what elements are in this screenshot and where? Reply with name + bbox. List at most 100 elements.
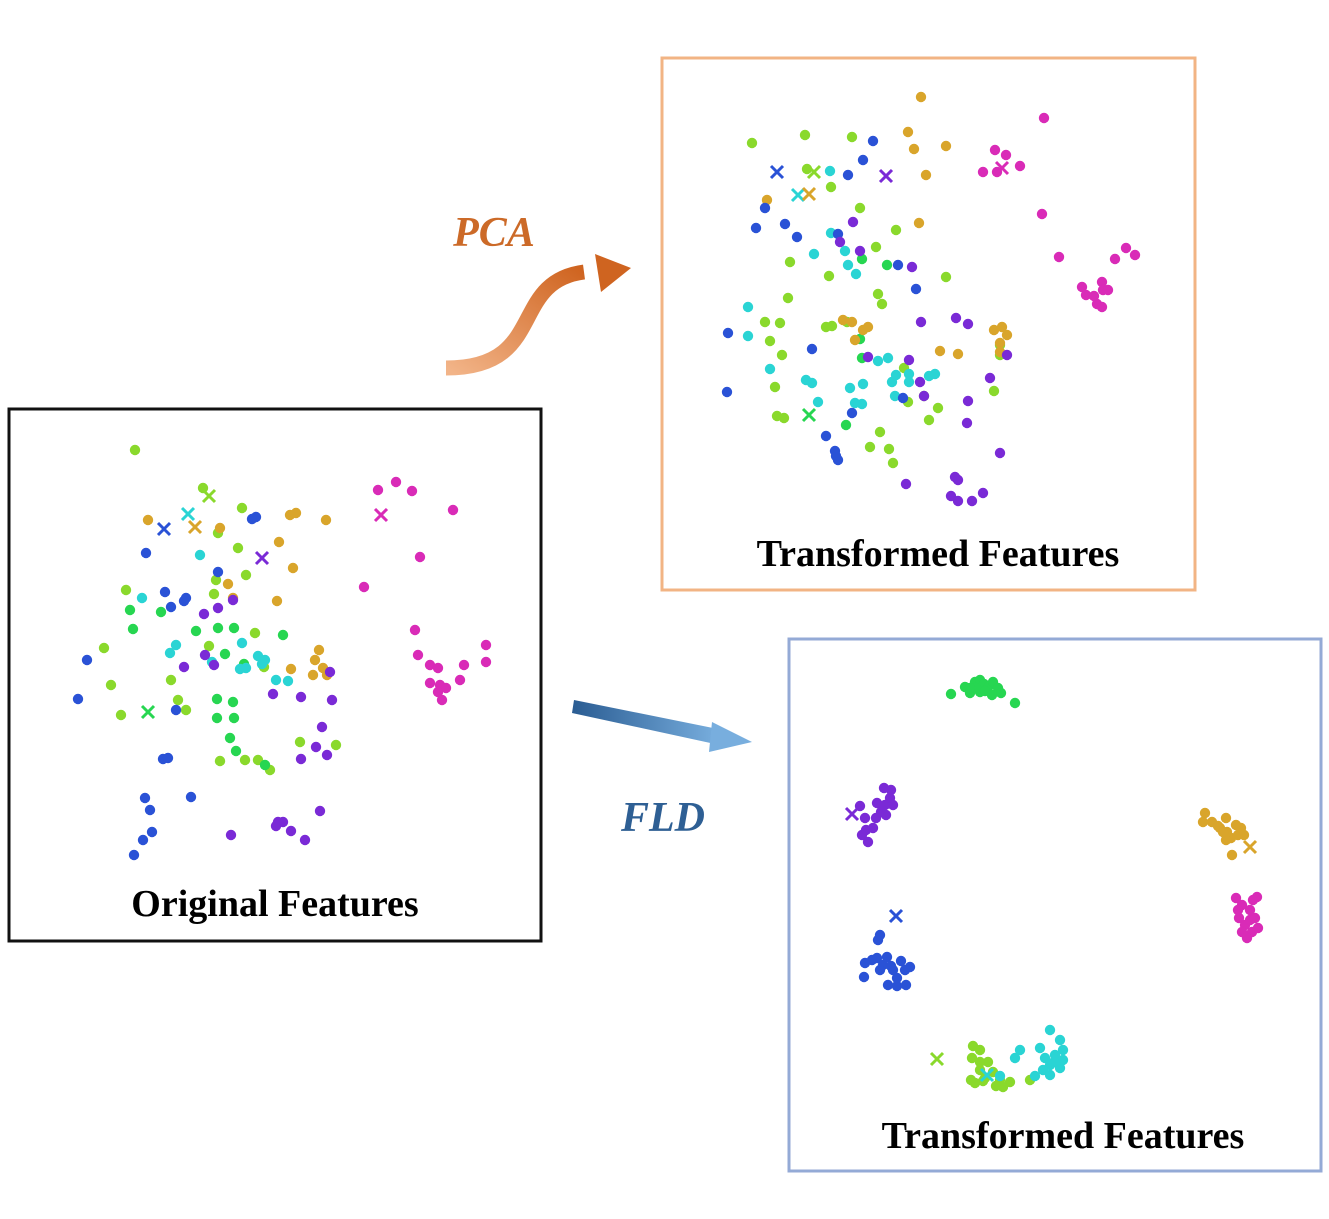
sample-dot-purple bbox=[952, 495, 964, 507]
class-center-cross-blue bbox=[888, 908, 904, 924]
fld-transformed-title: Transformed Features bbox=[882, 1115, 1245, 1157]
sample-dot-purple bbox=[834, 236, 846, 248]
sample-dot-magenta bbox=[424, 659, 436, 671]
sample-dot-gold bbox=[307, 669, 319, 681]
sample-dot-gold bbox=[920, 169, 932, 181]
class-center-cross-gold bbox=[1242, 839, 1258, 855]
sample-dot-gold bbox=[908, 143, 920, 155]
pca-transformed-frame bbox=[660, 56, 1197, 592]
sample-dot-gold bbox=[287, 562, 299, 574]
sample-dot-teal bbox=[1057, 1054, 1069, 1066]
sample-dot-gold bbox=[1226, 849, 1238, 861]
sample-dot-purple bbox=[316, 721, 328, 733]
sample-dot-gold bbox=[285, 663, 297, 675]
sample-dot-green bbox=[212, 622, 224, 634]
class-center-cross-blue bbox=[156, 521, 172, 537]
sample-dot-purple bbox=[962, 318, 974, 330]
sample-dot-green bbox=[211, 712, 223, 724]
sample-dot-gold bbox=[1199, 807, 1211, 819]
sample-dot-magenta bbox=[1232, 904, 1244, 916]
sample-dot-purple bbox=[295, 753, 307, 765]
sample-dot-magenta bbox=[372, 484, 384, 496]
sample-dot-gold bbox=[1220, 834, 1232, 846]
sample-dot-teal bbox=[872, 355, 884, 367]
sample-dot-lime bbox=[129, 444, 141, 456]
sample-dot-lime bbox=[823, 270, 835, 282]
sample-dot-teal bbox=[812, 396, 824, 408]
sample-dot-purple bbox=[272, 816, 284, 828]
sample-dot-lime bbox=[105, 679, 117, 691]
sample-dot-green bbox=[219, 648, 231, 660]
sample-dot-purple bbox=[208, 659, 220, 671]
sample-dot-gold bbox=[273, 536, 285, 548]
sample-dot-lime bbox=[932, 402, 944, 414]
sample-dot-gold bbox=[952, 348, 964, 360]
sample-dot-purple bbox=[918, 390, 930, 402]
sample-dot-teal bbox=[282, 675, 294, 687]
sample-dot-blue bbox=[858, 971, 870, 983]
sample-dot-lime bbox=[203, 640, 215, 652]
sample-dot-magenta bbox=[1252, 922, 1264, 934]
sample-dot-gold bbox=[313, 644, 325, 656]
sample-dot-teal bbox=[806, 377, 818, 389]
sample-dot-lime bbox=[825, 181, 837, 193]
sample-dot-gold bbox=[846, 316, 858, 328]
sample-dot-purple bbox=[198, 608, 210, 620]
sample-dot-teal bbox=[882, 352, 894, 364]
class-center-cross-teal bbox=[979, 1067, 995, 1083]
sample-dot-blue bbox=[140, 547, 152, 559]
sample-dot-purple bbox=[321, 749, 333, 761]
sample-dot-blue bbox=[185, 791, 197, 803]
sample-dot-blue bbox=[892, 259, 904, 271]
sample-dot-magenta bbox=[1249, 912, 1261, 924]
sample-dot-blue bbox=[867, 135, 879, 147]
sample-dot-blue bbox=[904, 961, 916, 973]
sample-dot-green bbox=[230, 745, 242, 757]
original-features-scatter bbox=[72, 444, 492, 861]
sample-dot-magenta bbox=[989, 144, 1001, 156]
sample-dot-purple bbox=[854, 245, 866, 257]
sample-dot-purple bbox=[299, 834, 311, 846]
sample-dot-magenta bbox=[432, 686, 444, 698]
sample-dot-green bbox=[127, 623, 139, 635]
sample-dot-purple bbox=[880, 809, 892, 821]
sample-dot-teal bbox=[1044, 1024, 1056, 1036]
sample-dot-gold bbox=[988, 324, 1000, 336]
sample-dot-blue bbox=[832, 228, 844, 240]
class-center-cross-magenta bbox=[994, 160, 1010, 176]
sample-dot-blue bbox=[246, 513, 258, 525]
sample-dot-lime bbox=[966, 1052, 978, 1064]
sample-dot-lime bbox=[764, 335, 776, 347]
sample-dot-purple bbox=[871, 797, 883, 809]
sample-dot-teal bbox=[164, 647, 176, 659]
sample-dot-lime bbox=[982, 1056, 994, 1068]
sample-dot-teal bbox=[929, 368, 941, 380]
sample-dot-teal bbox=[234, 663, 246, 675]
sample-dot-magenta bbox=[1236, 926, 1248, 938]
sample-dot-teal bbox=[270, 674, 282, 686]
sample-dot-green bbox=[224, 732, 236, 744]
sample-dot-blue bbox=[881, 951, 893, 963]
sample-dot-purple bbox=[867, 822, 879, 834]
sample-dot-purple bbox=[984, 372, 996, 384]
sample-dot-magenta bbox=[1129, 249, 1141, 261]
fld-arrow bbox=[572, 700, 752, 752]
sample-dot-lime bbox=[974, 1044, 986, 1056]
sample-dot-blue bbox=[81, 654, 93, 666]
sample-dot-magenta bbox=[1076, 281, 1088, 293]
sample-dot-gold bbox=[994, 337, 1006, 349]
sample-dot-blue bbox=[212, 566, 224, 578]
original-features-title: Original Features bbox=[131, 883, 418, 925]
sample-dot-blue bbox=[820, 430, 832, 442]
class-center-cross-lime bbox=[806, 164, 822, 180]
sample-dot-blue bbox=[910, 283, 922, 295]
sample-dot-blue bbox=[750, 222, 762, 234]
sample-dot-lime bbox=[239, 754, 251, 766]
sample-dot-purple bbox=[878, 782, 890, 794]
sample-dot-purple bbox=[962, 395, 974, 407]
sample-dot-purple bbox=[847, 216, 859, 228]
sample-dot-teal bbox=[1044, 1069, 1056, 1081]
sample-dot-teal bbox=[903, 376, 915, 388]
sample-dot-gold bbox=[1238, 829, 1250, 841]
sample-dot-magenta bbox=[1251, 891, 1263, 903]
